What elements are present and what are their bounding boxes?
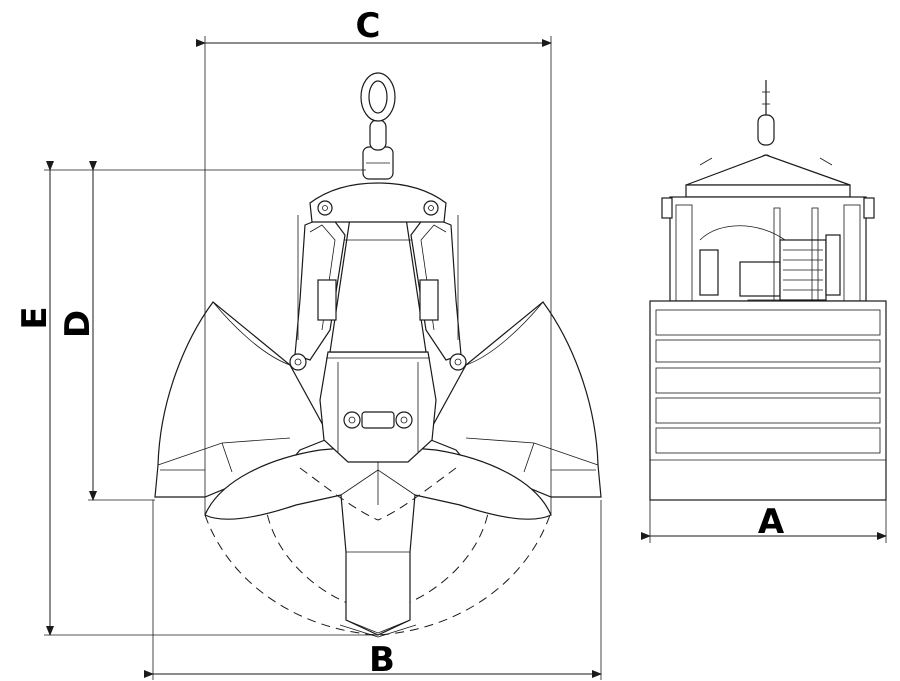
- side-bucket: [649, 300, 887, 501]
- dim-label-c: C: [356, 6, 381, 46]
- open-shell-outline: [204, 514, 551, 636]
- side-view: [649, 80, 887, 501]
- dim-label-a: A: [758, 502, 785, 542]
- dim-label-d: D: [58, 310, 98, 338]
- dimension-lines: [44, 36, 887, 680]
- jaw-lower: [204, 444, 552, 636]
- head-beam: [309, 182, 447, 223]
- center-body: [319, 351, 437, 463]
- front-view: [154, 72, 602, 638]
- dim-label-e: E: [15, 306, 55, 329]
- dim-label-b: B: [369, 640, 395, 680]
